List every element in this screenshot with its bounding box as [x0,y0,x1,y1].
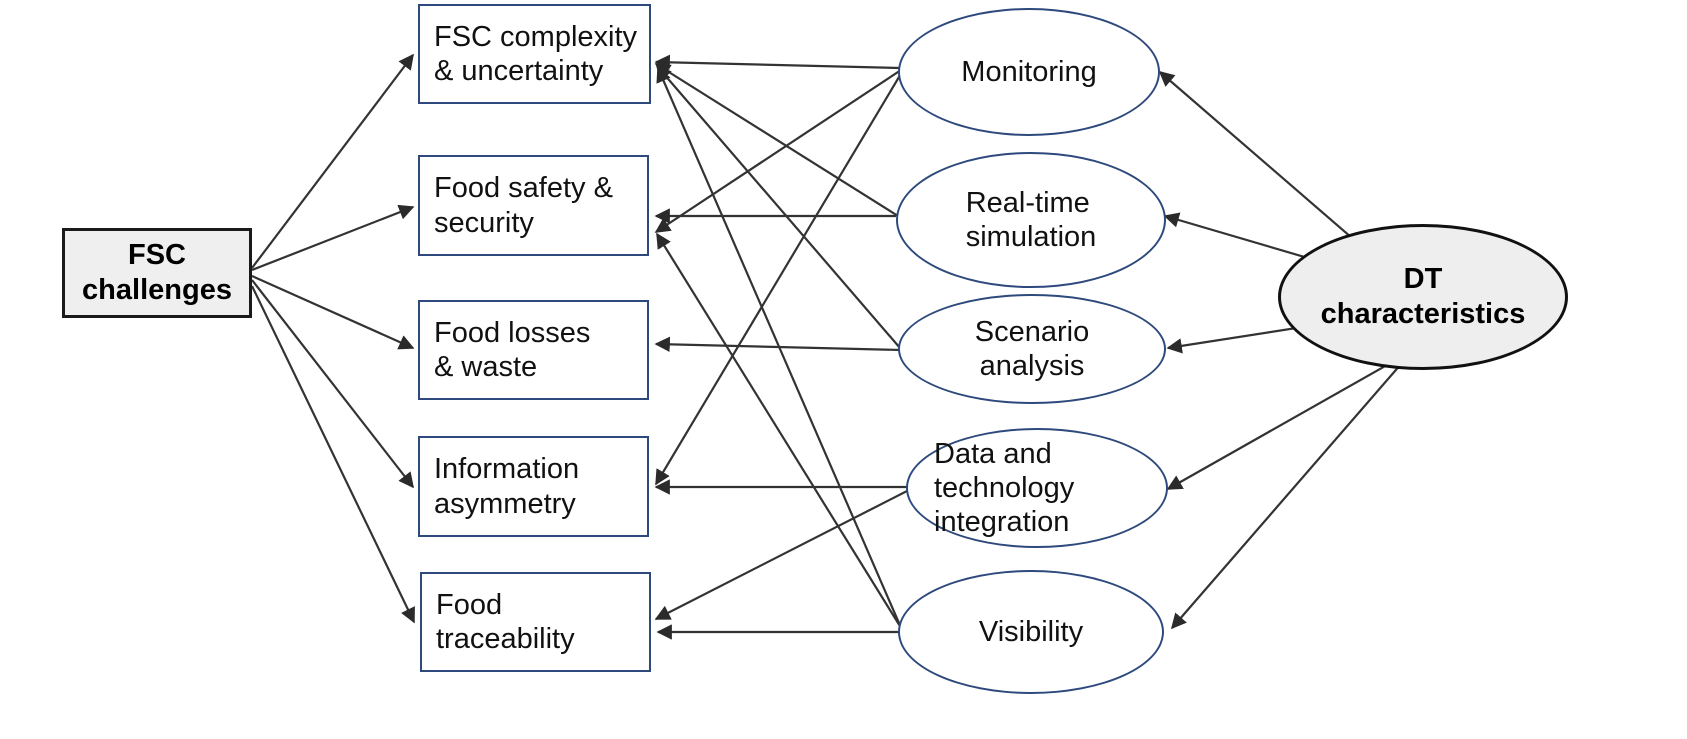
edge-visibility-to-food-safety-security [656,232,904,632]
node-label-food-safety-security: Food safety & security [434,172,613,239]
node-food-traceability[interactable]: Food traceability [420,572,651,672]
node-data-technology-integration[interactable]: Data and technology integration [906,428,1168,548]
edge-monitoring-to-fsc-complexity-uncertainty [654,54,901,71]
node-label-dt-characteristics: DT characteristics [1320,263,1526,330]
node-scenario-analysis[interactable]: Scenario analysis [898,294,1166,404]
edge-scenario-analysis-to-fsc-complexity-uncertainty [655,64,901,349]
node-label-real-time-simulation: Real-time simulation [965,186,1097,253]
node-label-food-losses-waste: Food losses & waste [434,316,591,383]
node-label-information-asymmetry: Information asymmetry [434,453,580,520]
edge-fsc-challenges-to-food-traceability [251,285,415,624]
edge-dt-characteristics-to-data-technology-integration [1166,351,1411,490]
node-label-data-technology-integration: Data and technology integration [934,437,1075,539]
node-visibility[interactable]: Visibility [898,570,1164,694]
node-label-fsc-complexity-uncertainty: FSC complexity & uncertainty [434,20,638,87]
edge-visibility-to-fsc-complexity-uncertainty [656,66,904,631]
edge-fsc-challenges-to-information-asymmetry [251,279,414,489]
node-fsc-challenges[interactable]: FSC challenges [62,228,252,318]
edge-real-time-simulation-to-fsc-complexity-uncertainty [654,63,899,217]
edge-fsc-challenges-to-food-losses-waste [251,274,415,350]
edge-dt-characteristics-to-visibility [1170,355,1409,630]
edge-monitoring-to-food-safety-security [654,69,902,233]
edge-scenario-analysis-to-food-losses-waste [654,336,902,353]
edge-fsc-challenges-to-fsc-complexity-uncertainty [251,53,414,269]
node-label-food-traceability: Food traceability [436,588,575,655]
node-label-scenario-analysis: Scenario analysis [974,315,1090,382]
node-food-losses-waste[interactable]: Food losses & waste [418,300,649,400]
node-real-time-simulation[interactable]: Real-time simulation [896,152,1166,288]
edge-fsc-challenges-to-food-safety-security [251,204,415,272]
node-label-visibility: Visibility [978,615,1084,648]
node-food-safety-security[interactable]: Food safety & security [418,155,649,256]
node-monitoring[interactable]: Monitoring [898,8,1160,136]
node-label-fsc-challenges: FSC challenges [82,239,232,306]
edge-monitoring-to-information-asymmetry [655,71,903,486]
node-label-monitoring: Monitoring [961,55,1097,88]
node-dt-characteristics[interactable]: DT characteristics [1278,224,1568,370]
node-information-asymmetry[interactable]: Information asymmetry [418,436,649,537]
node-fsc-complexity-uncertainty[interactable]: FSC complexity & uncertainty [418,4,651,104]
edge-data-technology-integration-to-food-traceability [654,489,910,620]
